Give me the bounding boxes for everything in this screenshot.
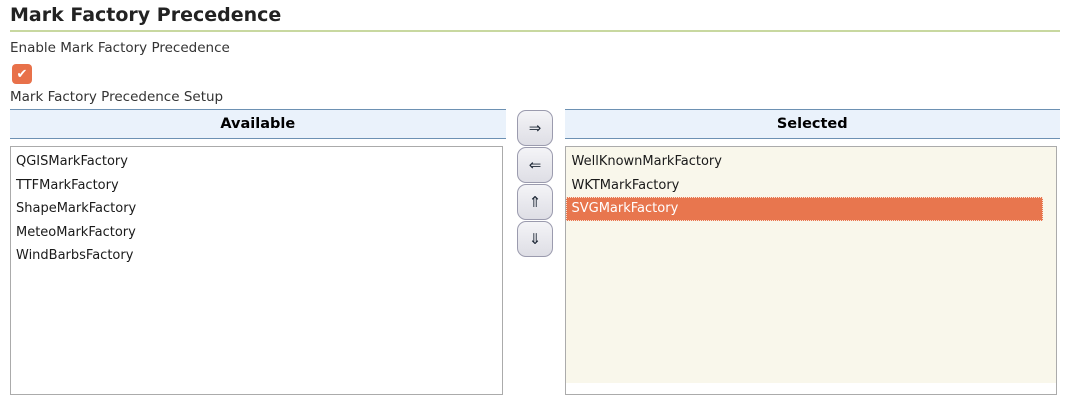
list-item[interactable]: WindBarbsFactory [16,248,134,263]
enable-precedence-label: Enable Mark Factory Precedence [10,40,230,56]
list-item[interactable]: WKTMarkFactory [571,177,680,193]
move-left-button[interactable]: ⇐ [517,147,553,183]
selected-list[interactable]: WellKnownMarkFactory WKTMarkFactory SVGM… [564,146,1057,395]
mark-factory-precedence-page: Mark Factory Precedence Enable Mark Fact… [10,0,1060,395]
list-item[interactable]: TTFMarkFactory [16,177,119,193]
selected-column: Selected WellKnownMarkFactory WKTMarkFac… [564,109,1060,395]
list-item[interactable]: MeteoMarkFactory [16,224,136,240]
list-item[interactable]: WellKnownMarkFactory [571,154,722,169]
precedence-setup-label: Mark Factory Precedence Setup [10,89,224,105]
list-item[interactable]: ShapeMarkFactory [16,201,137,216]
move-down-button[interactable]: ⇓ [517,221,553,257]
move-up-button[interactable]: ⇑ [517,184,553,220]
available-options: QGISMarkFactory TTFMarkFactory ShapeMark… [11,147,502,268]
move-right-button[interactable]: ⇒ [517,110,553,146]
page-title: Mark Factory Precedence [10,0,1060,32]
arrow-down-icon: ⇓ [528,229,542,248]
arrow-up-icon: ⇑ [528,192,542,211]
transfer-buttons-column: ⇒ ⇐ ⇑ ⇓ [506,109,565,258]
available-list[interactable]: QGISMarkFactory TTFMarkFactory ShapeMark… [10,146,503,395]
arrow-right-icon: ⇒ [528,118,542,137]
enable-precedence-checkbox[interactable]: ✔ [12,64,32,84]
available-column: Available QGISMarkFactory TTFMarkFactory… [10,109,506,395]
mark-factory-palette: Available QGISMarkFactory TTFMarkFactory… [10,109,1060,395]
arrow-left-icon: ⇐ [528,155,542,174]
selected-options: WellKnownMarkFactory WKTMarkFactory SVGM… [565,147,1056,383]
list-item-selected[interactable]: SVGMarkFactory [565,197,1043,221]
available-header: Available [10,109,506,139]
list-item[interactable]: QGISMarkFactory [16,154,128,169]
checkmark-icon: ✔ [16,66,28,82]
selected-header: Selected [564,109,1060,139]
